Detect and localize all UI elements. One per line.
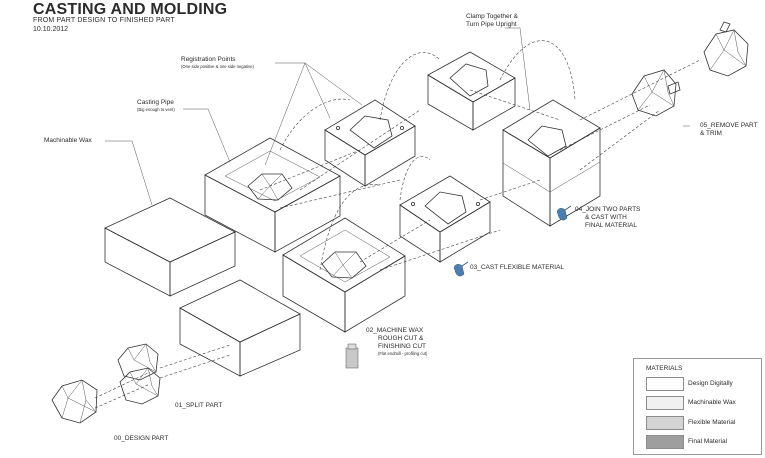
label-step-04: 04_JOIN TWO PARTS & CAST WITH FINAL MATE…: [575, 206, 640, 230]
machined-wax-mold-bottom: [282, 217, 406, 333]
legend-item-final-material: Final Material: [646, 435, 756, 449]
label-clamp-line1: Clamp Together &: [466, 13, 518, 20]
label-step-00: 00_DESIGN PART: [114, 435, 169, 442]
wax-block-icon: [345, 343, 359, 369]
legend-item-machinable-wax: Machinable Wax: [646, 396, 756, 410]
label-step-02-line2: ROUGH CUT &: [378, 335, 424, 342]
label-registration-points-note: (One side positive & one side negative): [181, 64, 254, 69]
label-step-01: 01_SPLIT PART: [175, 402, 223, 409]
flexible-mold-bottom: [399, 175, 491, 263]
label-step-02-note: (Flat endmill - profiling cut): [378, 351, 428, 356]
final-part-gem-1: [631, 69, 681, 117]
label-step-05-line1: 05_REMOVE PART: [700, 122, 758, 129]
label-clamp-line2: Turn Pipe Upright: [466, 21, 517, 28]
flexible-mold-top: [324, 99, 416, 187]
flexible-mold-clamp-top: [427, 51, 516, 131]
label-casting-pipe-title: Casting Pipe: [137, 99, 174, 106]
legend-label: Machinable Wax: [688, 399, 736, 406]
label-step-04-line2: & CAST WITH: [585, 214, 627, 221]
wax-block-top: [104, 197, 236, 297]
guide-lines: [94, 40, 701, 409]
label-step-05: 05_REMOVE PART & TRIM: [700, 122, 758, 138]
materials-legend: MATERIALS Design Digitally Machinable Wa…: [633, 358, 762, 455]
label-step-04-line3: FINAL MATERIAL: [585, 222, 638, 229]
label-registration-points-title: Registration Points: [181, 56, 236, 63]
label-casting-pipe: Casting Pipe (Big enough to vent): [137, 99, 175, 112]
leader-lines: [105, 27, 690, 206]
legend-title: MATERIALS: [646, 365, 683, 372]
page-subtitle: FROM PART DESIGN TO FINISHED PART: [33, 17, 175, 24]
flexible-material-bottle-icon: [454, 261, 469, 277]
joined-mold: [502, 99, 601, 227]
label-clamp: Clamp Together & Turn Pipe Upright: [466, 13, 518, 29]
legend-item-flexible-material: Flexible Material: [646, 416, 756, 430]
label-step-02-line3: FINISHING CUT: [378, 343, 427, 350]
legend-label: Design Digitally: [688, 380, 733, 387]
label-step-02: 02_MACHINE WAX ROUGH CUT & FINISHING CUT…: [366, 327, 427, 356]
label-registration-points: Registration Points (One side positive &…: [181, 56, 254, 69]
legend-label: Flexible Material: [688, 419, 736, 426]
machined-wax-mold-top: [204, 137, 341, 253]
label-step-02-line1: 02_MACHINE WAX: [366, 327, 424, 334]
wax-block-bottom: [179, 279, 301, 377]
label-step-05-line2: & TRIM: [700, 130, 722, 137]
page-date: 10.10.2012: [33, 26, 69, 33]
legend-swatch: [646, 435, 684, 449]
legend-label: Final Material: [688, 438, 728, 445]
label-step-04-line1: 04_JOIN TWO PARTS: [575, 206, 641, 213]
legend-swatch: [646, 416, 684, 430]
label-casting-pipe-note: (Big enough to vent): [137, 107, 175, 112]
label-machinable-wax: Machinable Wax: [44, 137, 92, 144]
label-step-03: 03_CAST FLEXIBLE MATERIAL: [470, 264, 565, 271]
legend-item-design-digitally: Design Digitally: [646, 377, 756, 391]
split-part-gems: [117, 343, 161, 405]
design-part-gem: [51, 379, 98, 424]
legend-swatch: [646, 377, 684, 391]
final-material-bottle-icon: [557, 205, 572, 221]
final-part-gem-2: [703, 21, 749, 77]
page-title: CASTING AND MOLDING: [33, 1, 228, 18]
legend-swatch: [646, 396, 684, 410]
